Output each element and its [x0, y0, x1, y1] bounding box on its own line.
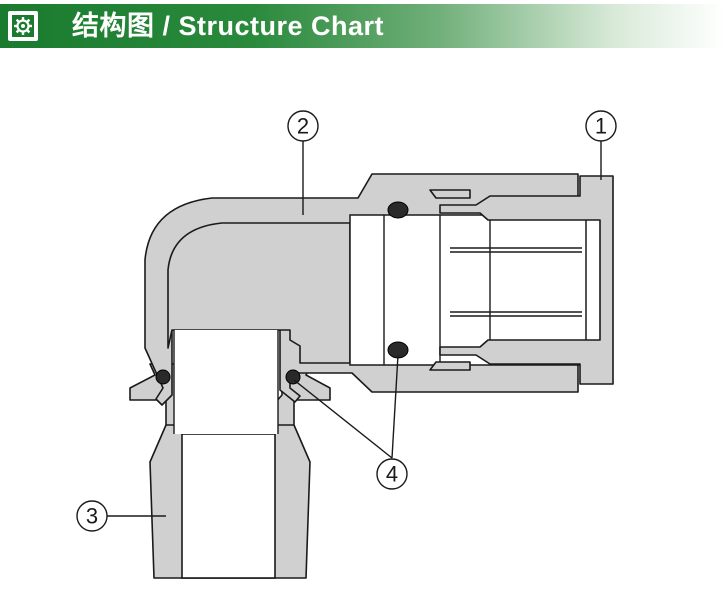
svg-text:4: 4	[386, 462, 398, 487]
page-title: 结构图 / Structure Chart	[72, 11, 385, 41]
gear-icon	[8, 11, 38, 41]
leader-lines	[107, 141, 602, 517]
svg-text:1: 1	[595, 114, 607, 139]
svg-text:3: 3	[86, 504, 98, 529]
release-collet	[439, 175, 614, 385]
callout-2: 2	[287, 110, 319, 142]
o-rings	[155, 201, 409, 385]
callout-4: 4	[376, 458, 408, 490]
threaded-stem	[129, 363, 331, 579]
section-header: 结构图 / Structure Chart	[0, 4, 725, 48]
svg-text:2: 2	[297, 114, 309, 139]
collet-teeth	[429, 189, 471, 371]
callout-3: 3	[76, 500, 108, 532]
structure-diagram: 2 1 3 4	[76, 110, 617, 579]
push-in-bore	[349, 214, 587, 366]
callout-1: 1	[585, 110, 617, 142]
